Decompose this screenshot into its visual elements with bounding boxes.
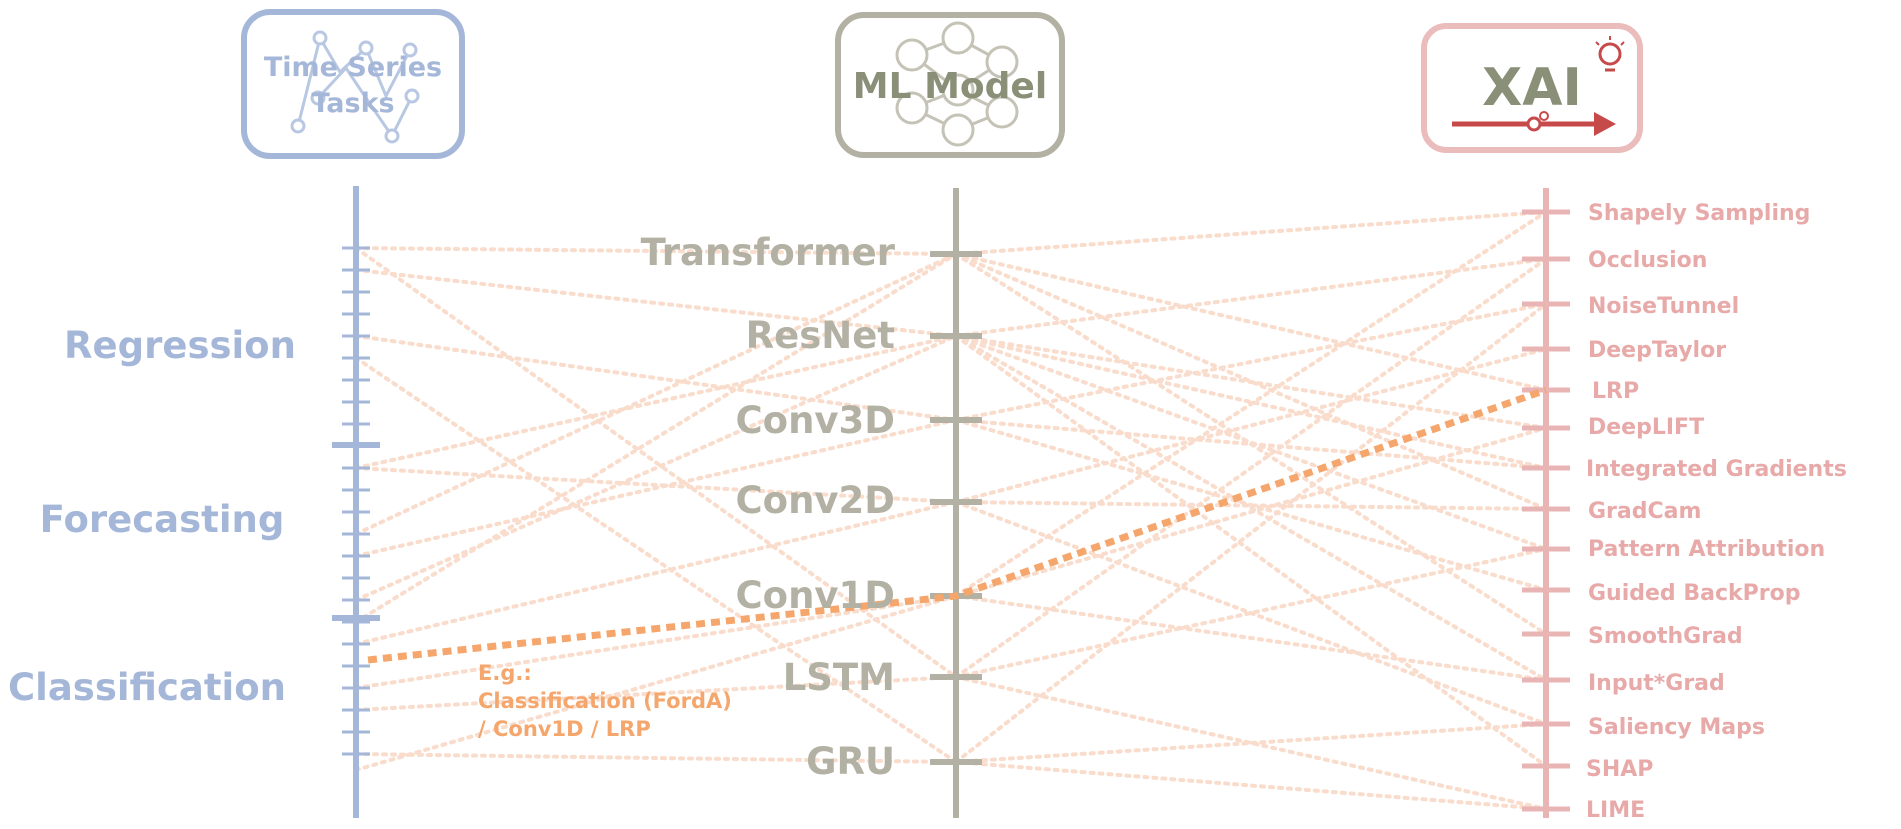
xai-label-guided-backprop: Guided BackProp bbox=[1588, 581, 1800, 606]
model-label-conv2d: Conv2D bbox=[736, 479, 896, 522]
task-model-link bbox=[354, 268, 958, 338]
task-model-link bbox=[354, 752, 958, 764]
xai-label-deeptaylor: DeepTaylor bbox=[1588, 338, 1726, 363]
highlight-path bbox=[367, 386, 1548, 664]
model-xai-link bbox=[954, 722, 1548, 764]
model-xai-link bbox=[954, 547, 1548, 679]
xai-label-integrated-gradients: Integrated Gradients bbox=[1586, 457, 1847, 482]
model-label-gru: GRU bbox=[806, 740, 895, 783]
example-line1: E.g.: bbox=[478, 661, 532, 685]
model-xai-link bbox=[954, 675, 1548, 811]
model-label-conv3d: Conv3D bbox=[736, 399, 896, 442]
xai-header: XAI bbox=[1421, 23, 1643, 153]
model-xai-link bbox=[954, 334, 1548, 430]
model-xai-link bbox=[954, 210, 1548, 598]
xai-label-shap: SHAP bbox=[1586, 757, 1653, 782]
xai-ticks bbox=[1522, 209, 1570, 812]
task-label-classification: Classification bbox=[8, 666, 286, 709]
model-label-conv1d: Conv1D bbox=[736, 574, 896, 617]
model-labels: Transformer ResNet Conv3D Conv2D Conv1D … bbox=[641, 231, 896, 783]
task-model-link bbox=[354, 594, 958, 690]
model-xai-link bbox=[954, 302, 1548, 764]
xai-label-lrp: LRP bbox=[1592, 379, 1639, 404]
task-label-forecasting: Forecasting bbox=[40, 498, 285, 541]
task-model-link bbox=[354, 246, 958, 256]
xai-label-lime: LIME bbox=[1586, 798, 1645, 823]
task-model-link bbox=[354, 418, 958, 558]
task-model-link bbox=[354, 246, 958, 679]
model-xai-link bbox=[954, 334, 1548, 768]
tasks-header-line2: Tasks bbox=[311, 88, 394, 119]
xai-label-saliency-maps: Saliency Maps bbox=[1588, 715, 1765, 740]
task-label-regression: Regression bbox=[64, 324, 296, 367]
model-xai-link bbox=[954, 334, 1548, 682]
lightbulb-gear-arrow-icon bbox=[1452, 36, 1625, 136]
model-xai-link bbox=[954, 418, 1548, 592]
model-label-transformer: Transformer bbox=[641, 231, 896, 274]
model-label-lstm: LSTM bbox=[783, 656, 895, 699]
task-model-link bbox=[354, 334, 958, 470]
task-model-link bbox=[354, 594, 958, 772]
model-xai-link bbox=[954, 500, 1548, 511]
task-model-link bbox=[354, 334, 958, 602]
model-header-title: ML Model bbox=[853, 66, 1047, 107]
tasks-header-line1: Time Series bbox=[264, 52, 442, 83]
xai-label-gradcam: GradCam bbox=[1588, 499, 1701, 524]
model-xai-link bbox=[954, 418, 1548, 470]
model-xai-link bbox=[954, 257, 1548, 338]
xai-label-shapely-sampling: Shapely Sampling bbox=[1588, 201, 1810, 226]
model-xai-link bbox=[954, 302, 1548, 422]
xai-label-noisetunnel: NoiseTunnel bbox=[1588, 294, 1739, 319]
model-xai-link bbox=[954, 210, 1548, 256]
task-ticks bbox=[332, 246, 380, 756]
model-xai-link bbox=[954, 594, 1548, 682]
xai-method-labels: Shapely Sampling Occlusion NoiseTunnel D… bbox=[1586, 201, 1847, 823]
example-annotation: E.g.: Classification (FordA) / Conv1D / … bbox=[478, 661, 732, 741]
tasks-header: Time Series Tasks bbox=[241, 9, 465, 159]
task-model-link bbox=[354, 252, 958, 624]
example-line3: / Conv1D / LRP bbox=[478, 717, 651, 741]
link-lines bbox=[354, 210, 1548, 811]
task-model-link bbox=[354, 356, 958, 764]
model-xai-link bbox=[954, 347, 1548, 504]
task-model-link bbox=[354, 466, 958, 504]
task-model-link bbox=[354, 500, 958, 646]
xai-label-pattern-attribution: Pattern Attribution bbox=[1588, 537, 1825, 562]
xai-label-input-grad: Input*Grad bbox=[1588, 671, 1725, 696]
model-xai-link bbox=[954, 426, 1548, 598]
model-xai-link bbox=[954, 252, 1548, 392]
xai-label-occlusion: Occlusion bbox=[1588, 248, 1707, 273]
model-xai-link bbox=[954, 760, 1548, 811]
model-xai-link bbox=[954, 334, 1548, 470]
model-header: ML Model bbox=[835, 12, 1065, 158]
model-xai-link bbox=[954, 252, 1548, 511]
task-model-link bbox=[354, 252, 958, 536]
example-line2: Classification (FordA) bbox=[478, 689, 732, 713]
xai-label-smoothgrad: SmoothGrad bbox=[1588, 624, 1743, 649]
model-xai-link bbox=[954, 257, 1548, 679]
task-model-link bbox=[354, 675, 958, 712]
xai-label-deeplift: DeepLIFT bbox=[1588, 415, 1704, 440]
xai-header-title: XAI bbox=[1482, 58, 1582, 118]
neural-network-icon bbox=[895, 21, 1019, 147]
model-label-resnet: ResNet bbox=[746, 314, 895, 357]
task-model-link bbox=[354, 334, 958, 422]
line-chart-icon bbox=[290, 30, 420, 144]
